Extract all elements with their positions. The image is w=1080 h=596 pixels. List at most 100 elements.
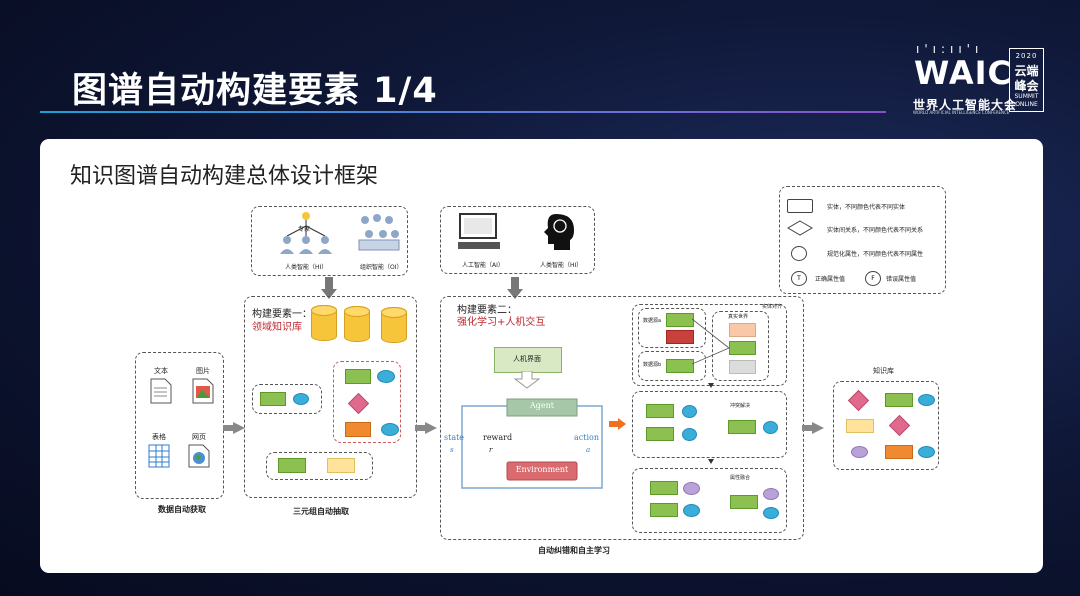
- kb-entity-2: [846, 419, 874, 433]
- image-label: 图片: [196, 367, 210, 375]
- hollow-arrow-down: [514, 371, 540, 389]
- element2-subtitle: 强化学习+人机交互: [457, 317, 546, 328]
- conflict-result-attr: [763, 421, 778, 434]
- logo-dots: ı'ı:ıı'ı: [916, 42, 984, 56]
- legend-circle: [791, 246, 807, 261]
- human-group-icon: [280, 212, 332, 254]
- knowledge-base-box: [833, 381, 939, 470]
- element2-box: [440, 296, 804, 540]
- agent-label: Agent: [530, 401, 554, 410]
- action-label: action: [574, 433, 599, 442]
- table-icon: [148, 444, 170, 468]
- arrow-down-1: [321, 277, 337, 299]
- legend-t: 正确属性值: [815, 276, 846, 283]
- hci-label: 人机界面: [513, 355, 541, 363]
- source-b-box: [638, 351, 706, 381]
- oi-label: 组织智能（OI）: [360, 264, 403, 271]
- data-acq-caption: 数据自动获取: [158, 505, 206, 514]
- computer-icon: [458, 213, 500, 249]
- conflict-result-entity: [728, 420, 756, 434]
- expert-label: 专家: [298, 226, 311, 233]
- document-icon: [150, 378, 172, 404]
- ai-head-icon: [544, 214, 574, 250]
- legend-f-icon: F: [865, 271, 881, 286]
- element1-title: 构建要素一：: [252, 309, 312, 320]
- entity-align-label: 实体对齐: [762, 304, 783, 310]
- source-a-box: [638, 308, 706, 348]
- action-sym: a: [586, 446, 591, 454]
- fusion-result-entity: [730, 495, 758, 509]
- align-lines: [692, 318, 730, 365]
- logo-summit: SUMMIT: [1014, 93, 1039, 100]
- legend-t-icon: T: [791, 271, 807, 286]
- database-icon-1: [311, 305, 337, 341]
- triple-entity-2: [345, 422, 371, 437]
- conflict-entity-1: [646, 404, 674, 418]
- entity-node: [260, 392, 286, 406]
- fusion-result-attr-1: [763, 488, 779, 500]
- conflict-label: 冲突解决: [730, 403, 751, 409]
- rl-loop: [461, 398, 603, 489]
- arrow-down-2: [507, 277, 523, 299]
- source-b-label: 数据源b: [643, 362, 662, 368]
- element2-title: 构建要素二：: [457, 305, 517, 316]
- machine-intel-box: [440, 206, 595, 274]
- waic-logo: ı'ı:ıı'ı WAIC 世界人工智能大会 WORLD ARTIFICIAL …: [912, 40, 1047, 116]
- attr-node: [293, 393, 309, 405]
- element2-caption: 自动纠错和自主学习: [538, 546, 610, 555]
- logo-cloud2: 峰会: [1014, 79, 1039, 93]
- triple-attr-2: [381, 423, 399, 436]
- kb-title: 知识库: [873, 367, 894, 375]
- attr-fusion-panel: [632, 468, 787, 533]
- table-label: 表格: [152, 433, 166, 441]
- web-icon: [188, 444, 210, 468]
- real-entity-3: [729, 360, 756, 374]
- arrow-right-1: [223, 422, 245, 434]
- real-entity-2: [729, 341, 756, 355]
- arrow-right-2: [415, 422, 437, 434]
- source-a-entity-1: [666, 313, 694, 327]
- legend-entity: 实体，不同颜色代表不同实体: [827, 204, 906, 211]
- state-sym: s: [450, 446, 454, 454]
- text-label: 文本: [154, 367, 168, 375]
- ai-label: 人工智能（AI）: [462, 262, 504, 269]
- source-a-label: 数据源a: [643, 318, 662, 324]
- data-acquisition-box: [135, 352, 224, 499]
- legend-box: [779, 186, 946, 294]
- database-icon-3: [381, 307, 407, 343]
- element1-subtitle: 领域知识库: [252, 322, 302, 333]
- kb-entity-3: [885, 445, 913, 459]
- reward-sym: r: [489, 446, 493, 454]
- small-arrow-1: [708, 383, 714, 388]
- logo-cloud1: 云端: [1014, 64, 1039, 78]
- fusion-result-attr-2: [763, 507, 779, 519]
- triple-entity: [345, 369, 371, 384]
- legend-rect: [787, 199, 813, 213]
- card-title: 知识图谱自动构建总体设计框架: [70, 164, 379, 189]
- list-entity-2: [327, 458, 355, 473]
- kb-attr-2: [851, 446, 868, 458]
- triple-attr-1: [377, 370, 395, 383]
- legend-diamond: [787, 220, 813, 236]
- human-org-intel-box: [251, 206, 408, 276]
- legend-f: 错误属性值: [886, 276, 917, 283]
- legend-relation: 实体间关系，不同颜色代表不同关系: [827, 227, 924, 234]
- web-label: 网页: [192, 433, 206, 441]
- hi-label-1: 人类智能（HI）: [285, 264, 328, 271]
- entity-list-box: [266, 452, 373, 480]
- arrow-right-3: [802, 422, 824, 434]
- logo-year: 2020: [1015, 52, 1038, 60]
- fusion-entity-2: [650, 503, 678, 517]
- hi-label-2: 人类智能（HI）: [540, 262, 583, 269]
- orange-arrow: [609, 418, 626, 430]
- kb-entity-1: [885, 393, 913, 407]
- element1-box: [244, 296, 417, 498]
- title-underline: [40, 111, 886, 113]
- list-entity-1: [278, 458, 306, 473]
- legend-attr: 规范化属性，不同颜色代表不同属性: [827, 251, 924, 258]
- database-icon-2: [344, 306, 370, 342]
- real-world-label: 真实世界: [728, 314, 749, 320]
- real-entity-1: [729, 323, 756, 337]
- kb-attr-3: [918, 446, 935, 458]
